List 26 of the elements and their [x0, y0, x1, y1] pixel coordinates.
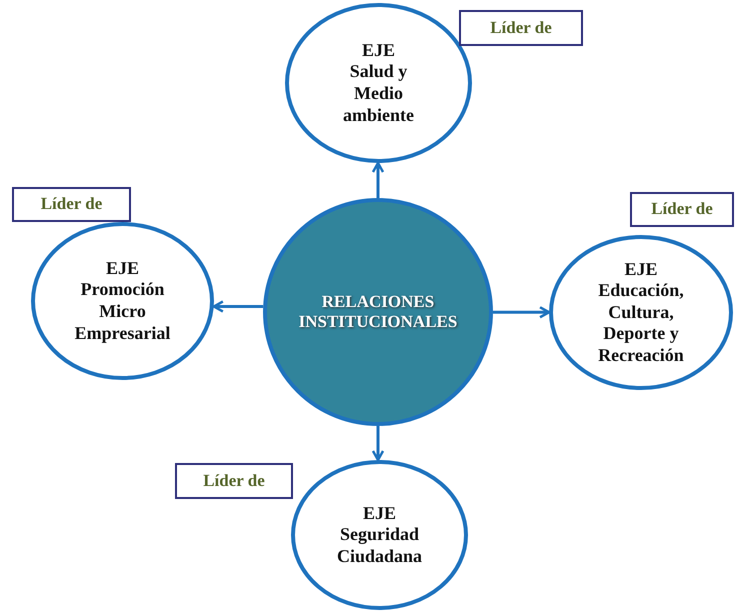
label-box: [459, 10, 583, 46]
tag-text: Líder de: [490, 18, 552, 38]
tag-text: Líder de: [651, 199, 713, 220]
arrow: [493, 306, 550, 318]
axis-ellipse: [31, 222, 214, 380]
arrow: [372, 426, 384, 462]
arrow: [372, 162, 384, 198]
label-box: [12, 187, 131, 222]
node-heading: EJE: [362, 40, 395, 62]
axis-ellipse: [285, 3, 472, 163]
node-heading: EJE: [106, 258, 139, 280]
tag-text: Líder de: [40, 194, 102, 215]
node-text: Seguridad Ciudadana: [336, 524, 424, 568]
node-text: Educación, Cultura, Deporte y Recreación: [597, 280, 685, 366]
node-heading: EJE: [362, 502, 396, 524]
label-box: [175, 463, 293, 499]
axis-ellipse: [291, 460, 468, 610]
node-text: RELACIONES INSTITUCIONALES: [298, 292, 458, 332]
node-heading: EJE: [624, 258, 658, 280]
node-text: Salud y Medio ambiente: [342, 61, 415, 126]
tag-text: Líder de: [203, 470, 265, 492]
node-text: Promoción Micro Empresarial: [74, 279, 172, 344]
axis-ellipse: [549, 235, 733, 390]
hub-circle: [263, 198, 493, 426]
arrow: [212, 300, 264, 313]
label-box: [630, 192, 734, 227]
